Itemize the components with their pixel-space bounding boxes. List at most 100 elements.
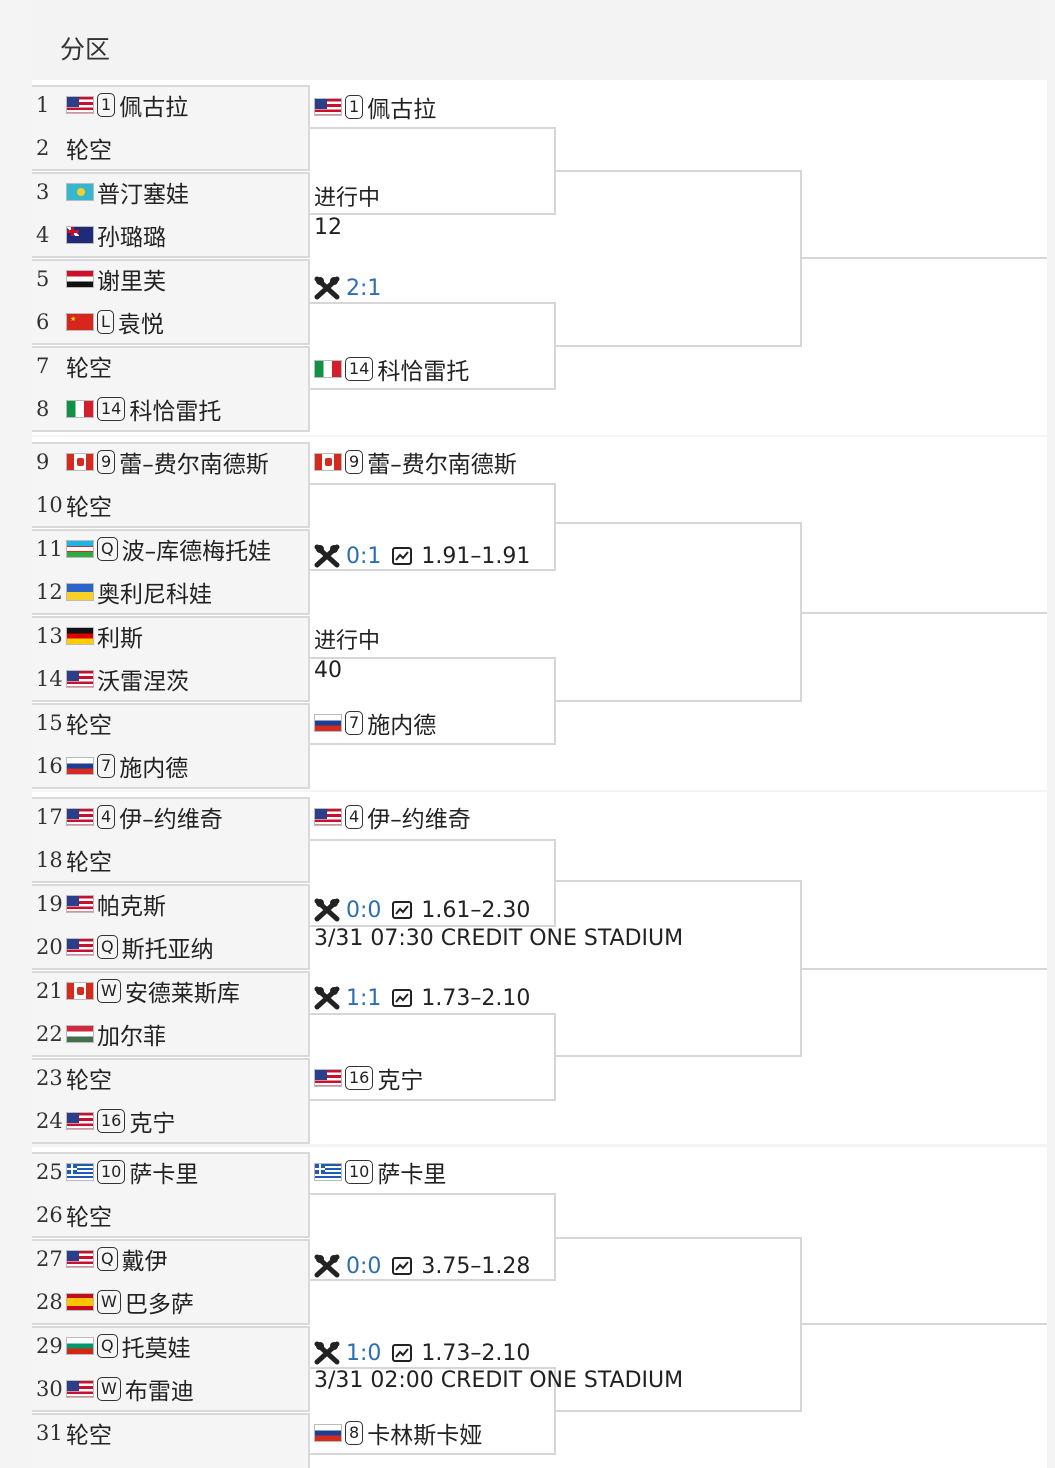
player-name[interactable]: 轮空 (66, 850, 112, 876)
odds-value: 1.73–2.10 (421, 985, 531, 1011)
r1-match-box[interactable] (32, 797, 310, 883)
russia-flag-icon (314, 714, 342, 732)
live-score-link[interactable]: 0:1 (346, 543, 382, 569)
draw-row[interactable]: 12 奥利尼科娃 (36, 572, 212, 612)
player-name[interactable]: 科恰雷托 (377, 359, 470, 385)
player-name[interactable]: 利斯 (97, 626, 143, 652)
player-name[interactable]: 轮空 (66, 1068, 112, 1094)
draw-row[interactable]: 10 轮空 (36, 485, 112, 525)
player-name[interactable]: 普汀塞娃 (97, 182, 189, 208)
live-score-link[interactable]: 1:0 (346, 1340, 382, 1366)
draw-position: 2 (36, 136, 50, 160)
draw-row[interactable]: 13 利斯 (36, 616, 143, 656)
player-name[interactable]: 轮空 (66, 356, 112, 382)
draw-row[interactable]: 22 加尔菲 (36, 1014, 166, 1054)
draw-row[interactable]: 31 轮空 (36, 1413, 112, 1453)
draw-row[interactable]: 26 轮空 (36, 1195, 112, 1235)
player-name[interactable]: 轮空 (66, 713, 112, 739)
draw-row[interactable]: 4 孙璐璐 (36, 215, 166, 255)
player-name[interactable]: 佩古拉 (367, 97, 437, 123)
draw-row[interactable]: 2 轮空 (36, 128, 112, 168)
live-score-link[interactable]: 0:0 (346, 1253, 382, 1279)
player-name[interactable]: 巴多萨 (124, 1292, 194, 1318)
draw-row[interactable]: 7 轮空 (36, 346, 112, 386)
draw-row[interactable]: 15 轮空 (36, 703, 112, 743)
player-name[interactable]: 克宁 (129, 1111, 176, 1137)
player-name[interactable]: 轮空 (66, 138, 112, 164)
player-name[interactable]: 施内德 (367, 713, 437, 739)
draw-row[interactable]: 19 帕克斯 (36, 884, 166, 924)
player-name[interactable]: 萨卡里 (129, 1162, 199, 1188)
usa-flag-icon (66, 895, 94, 913)
player-name[interactable]: 轮空 (66, 495, 112, 521)
player-name[interactable]: 加尔菲 (97, 1024, 166, 1050)
live-score-link[interactable]: 2:1 (346, 275, 382, 301)
player-name[interactable]: 布雷迪 (124, 1379, 194, 1405)
seed-badge: Q (97, 935, 118, 959)
live-score-link[interactable]: 0:0 (346, 897, 382, 923)
player-name[interactable]: 科恰雷托 (129, 399, 222, 425)
r1-match-box[interactable] (32, 1413, 310, 1468)
player-name[interactable]: 佩古拉 (119, 95, 189, 121)
player-name[interactable]: 蕾–费尔南德斯 (367, 452, 517, 478)
player-name[interactable]: 袁悦 (117, 312, 164, 338)
player-name[interactable]: 卡林斯卡娅 (367, 1423, 483, 1449)
match-score-row[interactable]: 1:1 1.73–2.10 (314, 985, 530, 1011)
draw-row[interactable]: 14 沃雷涅茨 (36, 659, 189, 699)
player-name[interactable]: 施内德 (119, 756, 189, 782)
player-name[interactable]: 克宁 (377, 1068, 424, 1094)
player-name[interactable]: 波–库德梅托娃 (121, 539, 272, 565)
live-score-link[interactable]: 1:1 (346, 985, 382, 1011)
player-name[interactable]: 孙璐璐 (97, 225, 166, 251)
player-name[interactable]: 斯托亚纳 (121, 937, 214, 963)
player-name[interactable]: 谢里芙 (97, 269, 166, 295)
player-name[interactable]: 奥利尼科娃 (97, 582, 212, 608)
match-score-row[interactable]: 2:1 (314, 275, 391, 301)
player-name[interactable]: 蕾–费尔南德斯 (119, 452, 269, 478)
player-name[interactable]: 萨卡里 (377, 1162, 447, 1188)
player-name[interactable]: 轮空 (66, 1205, 112, 1231)
player-name[interactable]: 沃雷涅茨 (97, 669, 189, 695)
player-name[interactable]: 伊–约维奇 (119, 807, 223, 833)
canada-flag-icon (66, 982, 94, 1000)
player-name[interactable]: 安德莱斯库 (124, 981, 240, 1007)
player-name[interactable]: 伊–约维奇 (367, 807, 471, 833)
draw-row[interactable]: 23 轮空 (36, 1058, 112, 1098)
draw-row[interactable]: 3 普汀塞娃 (36, 172, 189, 212)
player-name[interactable]: 帕克斯 (97, 894, 166, 920)
player-name[interactable]: 戴伊 (121, 1249, 168, 1275)
draw-row[interactable]: 5 谢里芙 (36, 259, 166, 299)
draw-row[interactable]: 18 轮空 (36, 840, 112, 880)
draw-position: 15 (36, 711, 63, 735)
draw-position: 10 (36, 493, 63, 517)
player-name[interactable]: 轮空 (66, 1423, 112, 1449)
player-name[interactable]: 托莫娃 (121, 1336, 191, 1362)
